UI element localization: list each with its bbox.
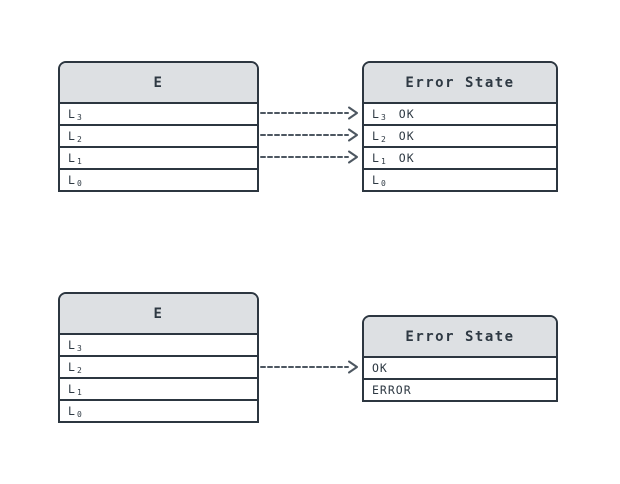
row-label-subscript: 1 [380,156,386,166]
table-e-top-title: E [60,63,257,104]
row-label-subscript: 0 [76,178,82,188]
row-label-subscript: 3 [76,112,82,122]
row-value: OK [398,129,415,143]
row-label: L [68,382,76,396]
row-label-subscript: 2 [76,134,82,144]
row-label-subscript: 2 [76,365,82,375]
row-label: L [372,173,380,187]
row-value: OK [398,107,415,121]
row-label-subscript: 2 [380,134,386,144]
row-label: ERROR [372,383,412,397]
row-label: L [372,129,380,143]
dashed-arrow-ok [260,360,358,374]
table-error-state-bottom-rows: OK ERROR [364,358,556,400]
row-label: L [68,107,76,121]
row-label: OK [372,361,388,375]
row-label: L [68,404,76,418]
row-label: L [68,129,76,143]
row-label-subscript: 1 [76,387,82,397]
row-label: L [68,360,76,374]
table-error-state-top-title: Error State [364,63,556,104]
table-e-bottom-title: E [60,294,257,335]
table-row: ERROR [364,378,556,400]
table-error-state-bottom: Error State OK ERROR [362,315,558,402]
table-row: OK [364,358,556,378]
row-label-subscript: 1 [76,156,82,166]
row-value: OK [398,151,415,165]
dashed-arrow-l1 [260,150,358,164]
row-label: L [68,338,76,352]
dashed-arrow-l2 [260,128,358,142]
dashed-arrow-l3 [260,106,358,120]
row-label-subscript: 0 [380,178,386,188]
row-label: L [372,107,380,121]
row-label: L [68,151,76,165]
row-label-subscript: 0 [76,409,82,419]
row-label: L [372,151,380,165]
row-label-subscript: 3 [76,343,82,353]
row-label: L [68,173,76,187]
row-label-subscript: 3 [380,112,386,122]
table-error-state-bottom-title: Error State [364,317,556,358]
